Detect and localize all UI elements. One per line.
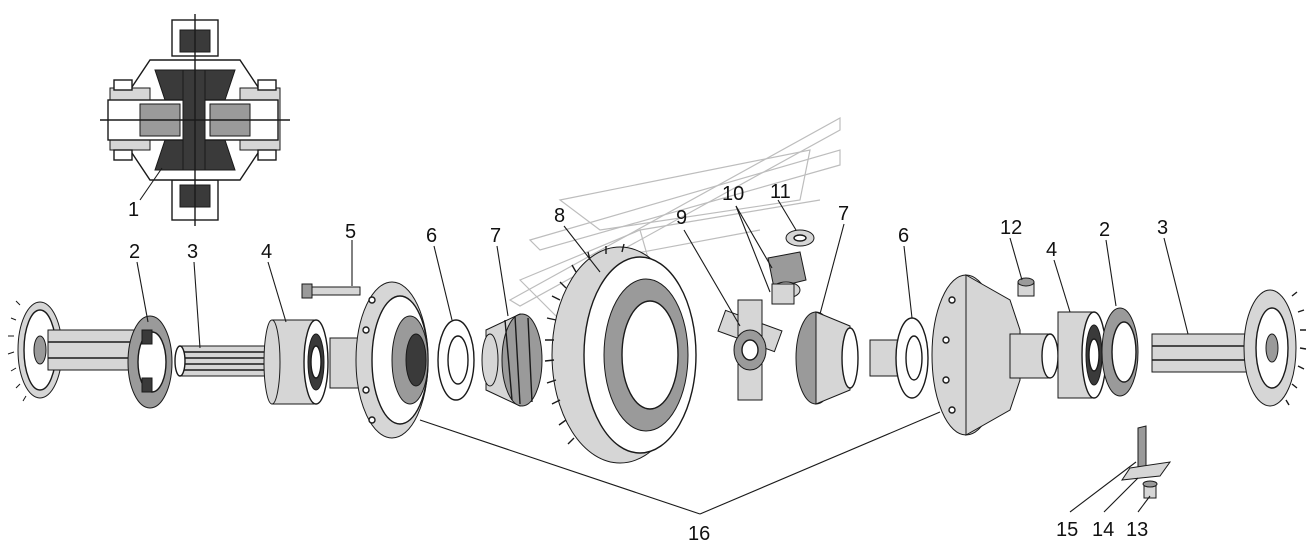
part-labels: 1 2 3 4 5 6 7 8 9 10 11 7 6 12 4 2 3 13 …: [128, 181, 1168, 545]
plug: [1017, 277, 1035, 297]
pinion-washer: [785, 229, 815, 247]
label-1: 1: [128, 199, 139, 221]
washer-left: [437, 319, 475, 401]
label-6-right: 6: [898, 225, 909, 247]
bearing-left: [263, 319, 329, 405]
ring-right: [1101, 307, 1139, 397]
label-8: 8: [554, 205, 565, 227]
label-4-left: 4: [261, 241, 272, 263]
label-7-right: 7: [838, 203, 849, 225]
side-gear-left: [7, 300, 139, 402]
label-12: 12: [1000, 217, 1022, 239]
sectional-assembly: [100, 14, 290, 226]
label-4-right: 4: [1046, 239, 1057, 261]
label-11: 11: [770, 181, 791, 203]
lock-hardware: [1120, 425, 1172, 499]
label-15: 15: [1056, 519, 1078, 541]
side-gear-right: [1151, 289, 1307, 407]
ring-left: [127, 315, 173, 409]
spider-cross: [717, 299, 783, 401]
case-half-left: [329, 281, 429, 439]
washer-right: [869, 317, 929, 399]
splined-shaft-left: [174, 345, 271, 377]
bolt: [301, 283, 361, 299]
bevel-gear-left: [481, 313, 543, 407]
label-5: 5: [345, 221, 356, 243]
label-2-left: 2: [129, 241, 140, 263]
label-3-right: 3: [1157, 217, 1168, 239]
leader-lines: [136, 167, 1189, 515]
pinion-gear: [767, 251, 807, 305]
label-7-left: 7: [490, 225, 501, 247]
label-9: 9: [676, 207, 687, 229]
case-half-right: [931, 274, 1059, 436]
bearing-right: [1057, 311, 1107, 399]
bevel-gear-right: [795, 311, 859, 405]
label-14: 14: [1092, 519, 1114, 541]
label-10: 10: [722, 183, 744, 205]
label-16: 16: [688, 523, 710, 545]
label-13: 13: [1126, 519, 1148, 541]
ring-gear: [544, 243, 697, 464]
label-3-left: 3: [187, 241, 198, 263]
label-2-right: 2: [1099, 219, 1110, 241]
label-6-left: 6: [426, 225, 437, 247]
